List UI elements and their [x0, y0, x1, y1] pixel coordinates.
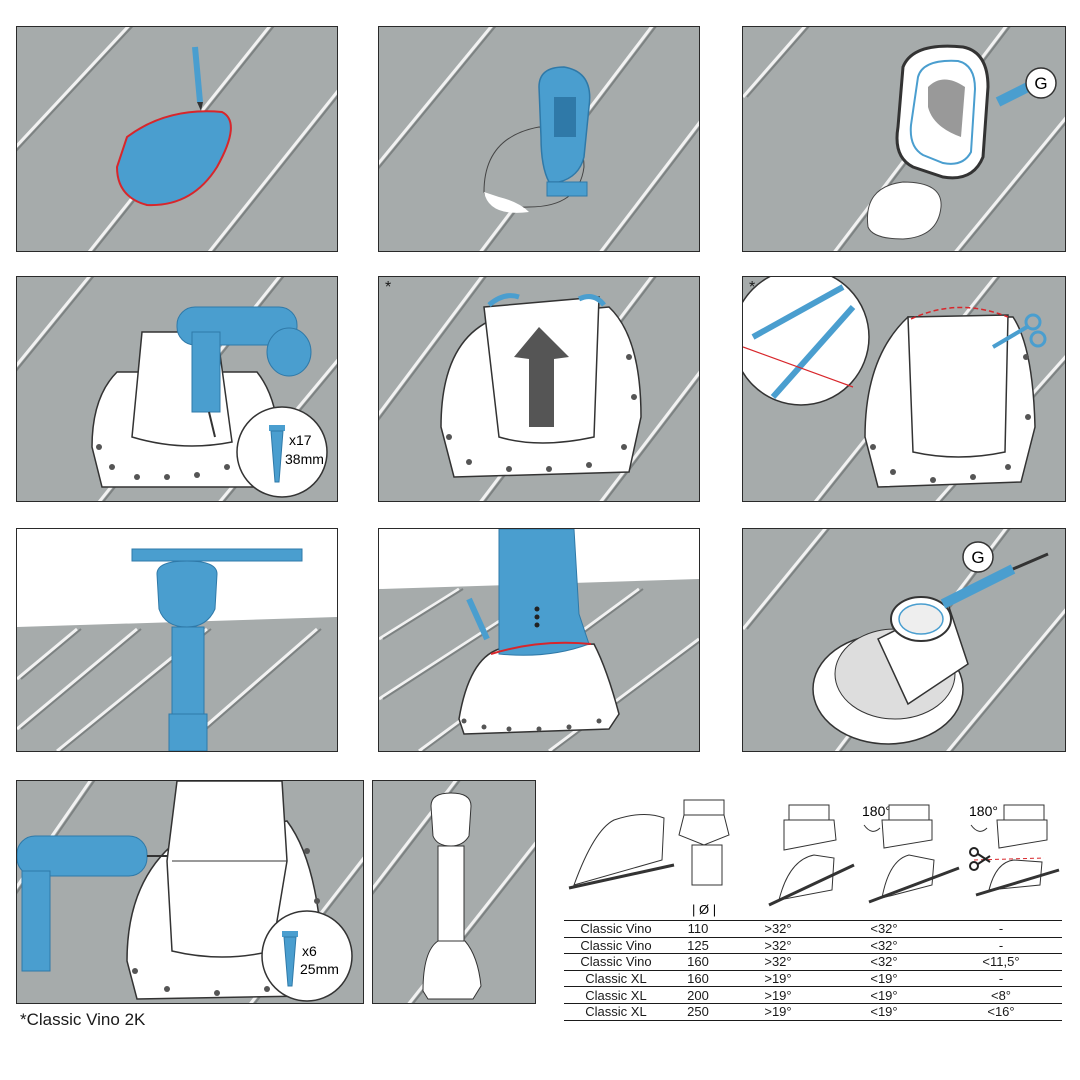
model-cell: Classic XL	[564, 970, 668, 988]
step-3-illustration: G	[743, 27, 1065, 251]
cut-angle-cell: -	[940, 920, 1062, 938]
step-2-illustration	[379, 27, 699, 251]
step-5-illustration	[379, 277, 699, 501]
step-panel-10: x6 25mm	[16, 780, 364, 1004]
screw-count: x17	[289, 432, 312, 448]
cut-angle-cell: <16°	[940, 1003, 1062, 1021]
model-cell: Classic Vino	[564, 920, 668, 938]
step-panel-6: *	[742, 276, 1066, 502]
cut-outline	[115, 110, 232, 207]
steep-angle-cell: >32°	[728, 920, 828, 938]
model-cell: Classic XL	[564, 986, 668, 1004]
variant-mark: *	[385, 279, 392, 296]
sealant-gun-icon	[940, 552, 1049, 609]
step-panel-7	[16, 528, 338, 752]
cut-angle-cell: <8°	[940, 986, 1062, 1004]
screw-count: x6	[302, 943, 317, 959]
drill-icon	[176, 306, 312, 438]
shallow-angle-cell: <19°	[828, 986, 940, 1004]
screw-icon	[282, 931, 298, 987]
legend-steep	[768, 804, 855, 907]
spirit-level-icon	[131, 548, 303, 562]
diameter-cell: 160	[668, 953, 728, 971]
diameter-cell: 160	[668, 970, 728, 988]
shallow-angle-cell: <32°	[828, 920, 940, 938]
step-11-illustration	[373, 781, 535, 1003]
shallow-angle-cell: <19°	[828, 1003, 940, 1021]
sealant-letter: G	[1034, 74, 1047, 93]
diameter-cell: 200	[668, 986, 728, 1004]
steep-angle-cell: >19°	[728, 986, 828, 1004]
step-panel-8	[378, 528, 700, 752]
step-8-illustration	[379, 529, 699, 751]
diameter-cell: 250	[668, 1003, 728, 1021]
step-6-illustration	[743, 277, 1065, 501]
step-1-illustration	[17, 27, 337, 251]
legend-base-flashing	[568, 814, 675, 890]
scissors-icon	[991, 313, 1047, 349]
variant-mark: *	[749, 279, 756, 296]
step-panel-9: G	[742, 528, 1066, 752]
detail-magnifier	[743, 277, 870, 406]
legend-rotated: 180°	[862, 803, 960, 904]
shallow-angle-cell: <32°	[828, 953, 940, 971]
step-7-illustration	[17, 548, 337, 751]
sealant-badge	[1025, 67, 1057, 99]
diameter-symbol: | Ø |	[692, 902, 716, 917]
drill-icon	[17, 835, 167, 972]
step-panel-1	[16, 26, 338, 252]
scissors-icon	[969, 847, 991, 871]
screw-callout	[236, 406, 328, 498]
step-9-illustration: G	[743, 529, 1065, 751]
footnote: *Classic Vino 2K	[20, 1010, 146, 1029]
cut-angle-cell: -	[940, 970, 1062, 988]
sealant-letter: G	[971, 548, 984, 567]
step-4-illustration: x17 38mm	[17, 277, 337, 501]
legend-diameter: | Ø |	[678, 799, 730, 917]
steep-angle-cell: >32°	[728, 937, 828, 955]
steep-angle-cell: >19°	[728, 970, 828, 988]
screw-size: 25mm	[300, 961, 339, 977]
model-cell: Classic XL	[564, 1003, 668, 1021]
steep-angle-cell: >32°	[728, 953, 828, 971]
angle-legend: | Ø | 180° 180°	[564, 790, 1064, 920]
step-10-illustration: x6 25mm	[17, 781, 363, 1003]
sealant-badge	[962, 541, 994, 573]
diameter-cell: 125	[668, 937, 728, 955]
shallow-angle-cell: <32°	[828, 937, 940, 955]
step-panel-11	[372, 780, 536, 1004]
model-cell: Classic Vino	[564, 953, 668, 971]
nibbler-tool-icon	[538, 66, 591, 197]
rotate-b-label: 180°	[969, 803, 998, 819]
cut-angle-cell: <11,5°	[940, 953, 1062, 971]
steep-angle-cell: >19°	[728, 1003, 828, 1021]
legend-rotated-cut: 180°	[969, 803, 1060, 897]
step-panel-4: x17 38mm	[16, 276, 338, 502]
screw-icon	[269, 425, 285, 483]
shallow-angle-cell: <19°	[828, 970, 940, 988]
diameter-cell: 110	[668, 920, 728, 938]
rotate-a-label: 180°	[862, 803, 891, 819]
step-panel-2	[378, 26, 700, 252]
marker-pen-icon	[192, 46, 203, 111]
cut-angle-cell: -	[940, 937, 1062, 955]
model-cell: Classic Vino	[564, 937, 668, 955]
screw-size: 38mm	[285, 451, 324, 467]
step-panel-3: G	[742, 26, 1066, 252]
step-panel-5: *	[378, 276, 700, 502]
vent-pipe	[131, 548, 303, 751]
installed-vent	[422, 792, 482, 1000]
angle-legend-diagrams: | Ø | 180° 180°	[568, 799, 1060, 917]
